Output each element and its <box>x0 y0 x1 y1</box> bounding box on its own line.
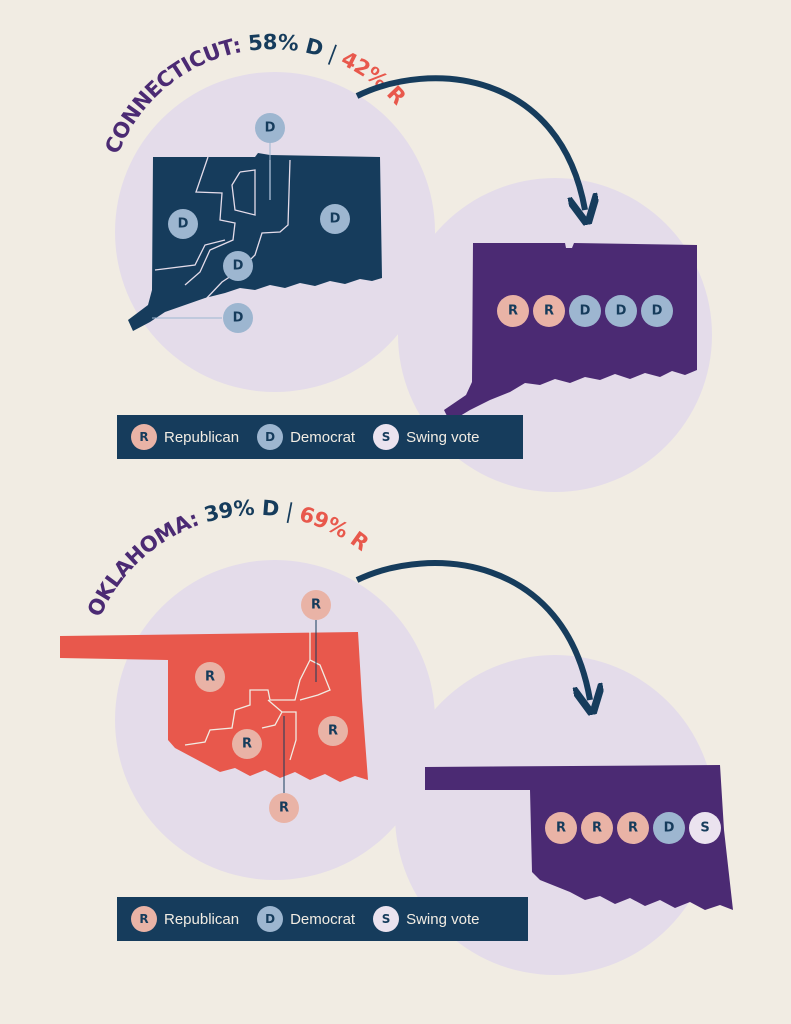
badge-circle <box>320 204 350 234</box>
oklahoma-statewide-map <box>425 765 733 910</box>
legend-item-republican: R Republican <box>131 424 239 450</box>
badge-letter: D <box>580 304 591 319</box>
badge-letter: S <box>700 821 709 836</box>
badge-circle <box>195 662 225 692</box>
badge-letter: R <box>311 598 321 613</box>
badge-letter: R <box>508 304 518 319</box>
badge-circle <box>545 812 577 844</box>
district-badges: D D D D D <box>168 113 350 333</box>
connecticut-district-map <box>128 153 382 331</box>
badge-letter: R <box>242 737 252 752</box>
badge-letter: D <box>652 304 663 319</box>
badge-letter: R <box>556 821 566 836</box>
legend-label: Swing vote <box>406 910 480 928</box>
badge-circle <box>581 812 613 844</box>
badge-circle <box>605 295 637 327</box>
badge-circle <box>301 590 331 620</box>
swing-vote-icon: S <box>373 906 400 932</box>
badge-circle <box>232 729 262 759</box>
district-badges: R R R R R <box>195 590 348 823</box>
badge-circle <box>255 113 285 143</box>
swing-vote-icon: S <box>373 424 400 450</box>
badge-letter: D <box>330 212 341 227</box>
badge-circle <box>223 251 253 281</box>
badge-letter: R <box>544 304 554 319</box>
badge-circle <box>641 295 673 327</box>
legend-item-democrat: D Democrat <box>257 906 355 932</box>
legend-item-swing: S Swing vote <box>373 906 479 932</box>
badge-letter: D <box>265 121 276 136</box>
oklahoma-district-map <box>60 632 368 782</box>
district-lines <box>154 156 291 301</box>
badge-circle <box>617 812 649 844</box>
republican-icon: R <box>131 906 157 932</box>
legend: R Republican D Democrat S Swing vote <box>117 415 523 459</box>
badge-letter: D <box>233 311 244 326</box>
badge-circle <box>168 209 198 239</box>
legend: R Republican D Democrat S Swing vote <box>117 897 528 941</box>
legend-item-swing: S Swing vote <box>373 424 479 450</box>
badge-letter: R <box>328 724 338 739</box>
arrow-icon <box>355 75 585 210</box>
arrow-icon <box>355 560 590 700</box>
legend-label: Swing vote <box>406 428 480 446</box>
badge-letter: D <box>178 217 189 232</box>
badge-circle <box>269 793 299 823</box>
badge-letter: R <box>592 821 602 836</box>
republican-icon: R <box>131 424 157 450</box>
badge-letter: R <box>279 801 289 816</box>
connecticut-statewide-map <box>444 243 697 422</box>
badge-letter: D <box>664 821 675 836</box>
district-lines <box>184 632 331 761</box>
legend-label: Republican <box>164 428 240 446</box>
badge-letter: R <box>628 821 638 836</box>
legend-label: Republican <box>164 910 240 928</box>
badge-letter: D <box>233 259 244 274</box>
badge-letter: D <box>616 304 627 319</box>
badge-letter: R <box>205 670 215 685</box>
badge-circle <box>689 812 721 844</box>
legend-item-republican: R Republican <box>131 906 239 932</box>
legend-label: Democrat <box>290 910 356 928</box>
legend-label: Democrat <box>290 428 356 446</box>
badge-circle <box>533 295 565 327</box>
democrat-icon: D <box>257 424 284 450</box>
badge-circle <box>223 303 253 333</box>
legend-item-democrat: D Democrat <box>257 424 355 450</box>
democrat-icon: D <box>257 906 284 932</box>
badge-circle <box>497 295 529 327</box>
badge-circle <box>318 716 348 746</box>
badge-circle <box>569 295 601 327</box>
badge-circle <box>653 812 685 844</box>
